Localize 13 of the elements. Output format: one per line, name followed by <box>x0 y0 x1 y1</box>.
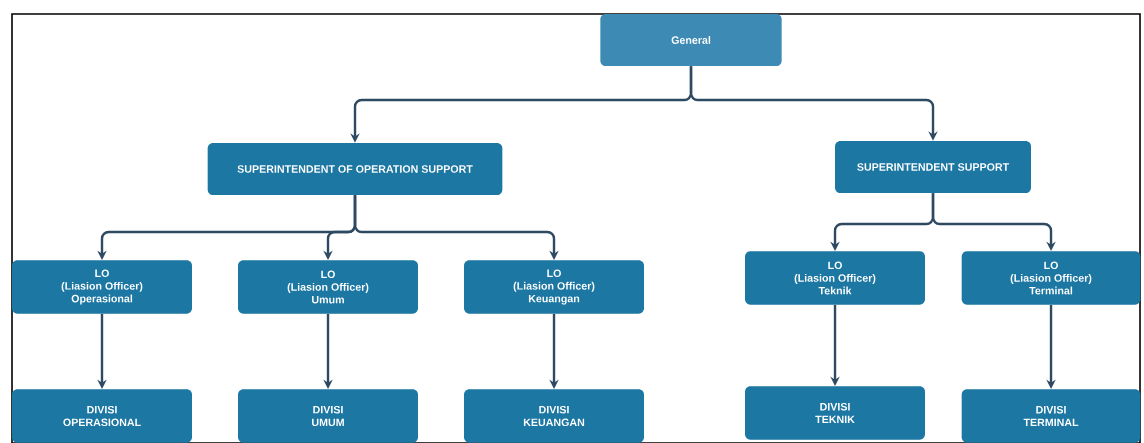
department-box: SUPERINTENDENT OF OPERATION SUPPORT <box>207 143 503 195</box>
division-box: DIVISI TERMINAL <box>961 389 1141 443</box>
officer-box: LO (Liasion Officer) Teknik <box>745 251 925 305</box>
division-box: DIVISI KEUANGAN <box>464 389 644 443</box>
department-box: SUPERINTENDENT SUPPORT <box>835 141 1031 193</box>
division-box: DIVISI TEKNIK <box>745 386 925 440</box>
officer-box: LO (Liasion Officer) Keuangan <box>464 260 644 314</box>
division-box: DIVISI OPERASIONAL <box>12 389 192 443</box>
top-box: General <box>600 14 782 66</box>
division-box: DIVISI UMUM <box>238 389 418 443</box>
officer-box: LO (Liasion Officer) Operasional <box>12 260 192 314</box>
officer-box: LO (Liasion Officer) Umum <box>238 260 418 314</box>
officer-box: LO (Liasion Officer) Terminal <box>961 251 1141 305</box>
